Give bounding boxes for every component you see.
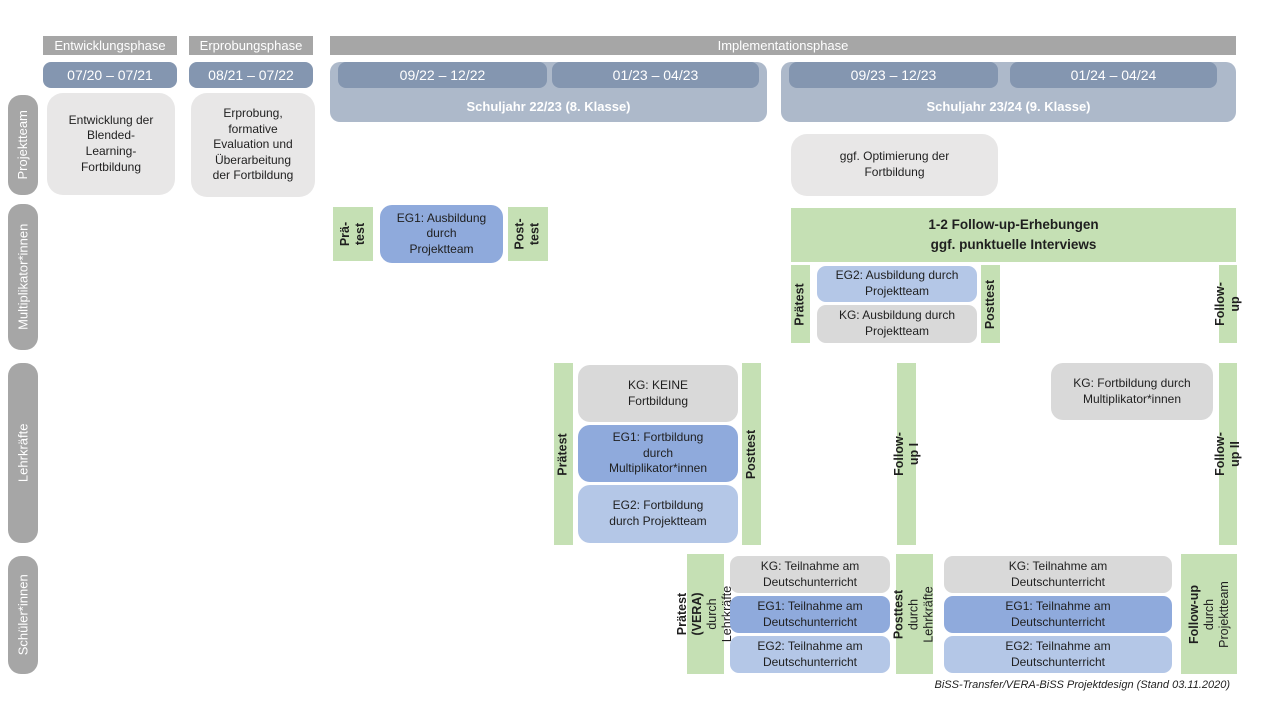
date-bar-0124-0424: 01/24 – 04/24: [1010, 62, 1217, 88]
bar-followup-erhebungen: 1-2 Follow-up-Erhebungen ggf. punktuelle…: [791, 208, 1236, 262]
phase-bar-implementationsphase: Implementationsphase: [330, 36, 1236, 55]
box-erprobung-evaluation: Erprobung, formative Evaluation und Über…: [191, 93, 315, 197]
bar-praetest-lehrkraefte: Prätest: [554, 363, 573, 545]
bar-praetest-vera-schueler: Prätest (VERA)durch Lehrkräfte: [676, 554, 735, 674]
bar-followup-multiplikatoren: Follow-up: [1213, 265, 1242, 343]
school-year-label-23-24: Schuljahr 23/24 (9. Klasse): [926, 99, 1091, 114]
box-eg2-deutschunterricht-2: EG2: Teilnahme am Deutschunterricht: [944, 636, 1172, 673]
box-kg-fortbildung-multiplikatoren: KG: Fortbildung durch Multiplikator*inne…: [1051, 363, 1213, 420]
bar-posttest2-multiplikatoren: Posttest: [981, 265, 1000, 343]
school-year-label-22-23: Schuljahr 22/23 (8. Klasse): [466, 99, 631, 114]
bar-posttest-lehrkraefte: Posttest: [742, 363, 761, 545]
date-bar-0123-0423: 01/23 – 04/23: [552, 62, 759, 88]
row-label-schuelerinnen: Schüler*innen: [8, 556, 38, 674]
bar-praetest2-multiplikatoren: Prätest: [791, 265, 810, 343]
row-label-projektteam: Projektteam: [8, 95, 38, 195]
date-bar-0923-1223: 09/23 – 12/23: [789, 62, 998, 88]
diagram-caption: BiSS-Transfer/VERA-BiSS Projektdesign (S…: [934, 679, 1230, 691]
box-eg2-fortbildung-projektteam: EG2: Fortbildung durch Projektteam: [578, 485, 738, 543]
bar-followup2-lehrkraefte: Follow-up II: [1213, 363, 1242, 545]
date-bar-0720-0721: 07/20 – 07/21: [43, 62, 177, 88]
box-eg1-deutschunterricht-2: EG1: Teilnahme am Deutschunterricht: [944, 596, 1172, 633]
box-optimierung-fortbildung: ggf. Optimierung der Fortbildung: [791, 134, 998, 196]
phase-bar-erprobungsphase: Erprobungsphase: [189, 36, 313, 55]
bar-followup1-lehrkraefte: Follow-up I: [892, 363, 921, 545]
box-kg-keine-fortbildung: KG: KEINE Fortbildung: [578, 365, 738, 422]
row-label-multiplikatorinnen: Multiplikator*innen: [8, 204, 38, 350]
box-eg1-ausbildung-projektteam: EG1: Ausbildung durch Projektteam: [380, 205, 503, 263]
phase-bar-entwicklungsphase: Entwicklungsphase: [43, 36, 177, 55]
date-bar-0922-1222: 09/22 – 12/22: [338, 62, 547, 88]
box-eg2-ausbildung-projektteam: EG2: Ausbildung durch Projektteam: [817, 266, 977, 302]
box-eg1-fortbildung-multiplikatoren: EG1: Fortbildung durch Multiplikator*inn…: [578, 425, 738, 482]
box-kg-ausbildung-projektteam: KG: Ausbildung durch Projektteam: [817, 305, 977, 343]
box-kg-deutschunterricht-2: KG: Teilnahme am Deutschunterricht: [944, 556, 1172, 593]
bar-posttest-multiplikatoren: Post- test: [508, 207, 548, 261]
box-eg1-deutschunterricht-1: EG1: Teilnahme am Deutschunterricht: [730, 596, 890, 633]
box-kg-deutschunterricht-1: KG: Teilnahme am Deutschunterricht: [730, 556, 890, 593]
box-eg2-deutschunterricht-1: EG2: Teilnahme am Deutschunterricht: [730, 636, 890, 673]
row-label-lehrkraefte: Lehrkräfte: [8, 363, 38, 543]
date-bar-0821-0722: 08/21 – 07/22: [189, 62, 313, 88]
bar-praetest-multiplikatoren: Prä- test: [333, 207, 373, 261]
box-entwicklung-fortbildung: Entwicklung der Blended- Learning- Fortb…: [47, 93, 175, 195]
